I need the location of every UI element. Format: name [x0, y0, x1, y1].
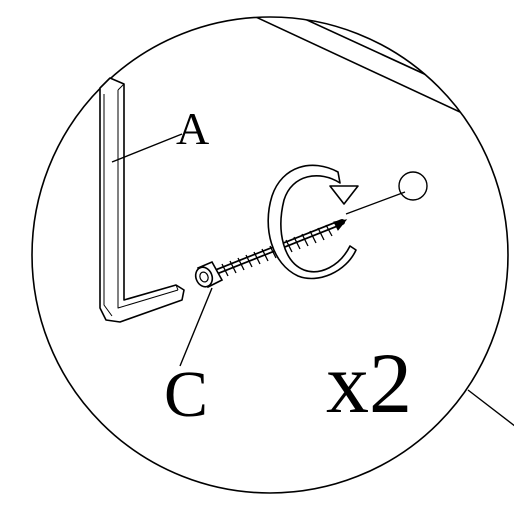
- rotate-clockwise-icon: [267, 164, 359, 280]
- screw-icon: [194, 219, 348, 289]
- detail-circle: [31, 16, 509, 494]
- alignment-line: [345, 191, 406, 215]
- allen-key-icon: [99, 77, 185, 323]
- label-c-leader: [179, 287, 213, 367]
- label-a-leader: [111, 133, 183, 163]
- panel-edge: [229, 17, 508, 141]
- label-a: A: [176, 103, 209, 154]
- quantity-label: x2: [326, 335, 412, 431]
- label-c: C: [164, 358, 208, 431]
- hole-target: [398, 171, 428, 201]
- detail-callout-leader: [467, 389, 514, 427]
